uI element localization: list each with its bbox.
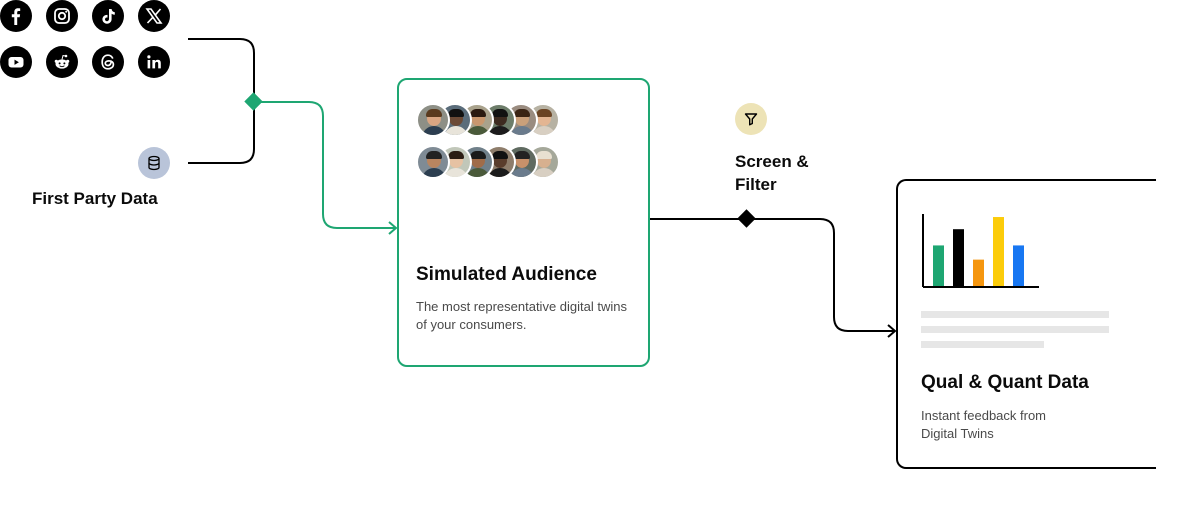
- simulated-audience-card: Simulated Audience The most representati…: [397, 78, 650, 367]
- bar: [933, 245, 944, 286]
- qual-quant-description: Instant feedback from Digital Twins: [921, 407, 1121, 443]
- filter-icon: [735, 103, 767, 135]
- card-fade-bottom: [1048, 467, 1158, 469]
- output-arrow: [887, 324, 897, 338]
- placeholder-text-line: [921, 341, 1044, 348]
- placeholder-text-line: [921, 326, 1109, 333]
- instagram-icon: [46, 0, 78, 32]
- card-fade-top: [1048, 179, 1158, 181]
- qual-quant-description-line-1: Instant feedback from: [921, 408, 1047, 423]
- bar: [953, 229, 964, 286]
- audience-avatar: [416, 103, 450, 137]
- screen-filter-line-1: Screen &: [735, 152, 809, 171]
- output-connector-line: [650, 218, 895, 332]
- filter-node: [737, 209, 756, 228]
- audience-description: The most representative digital twins of…: [416, 299, 627, 332]
- youtube-icon: [0, 46, 32, 78]
- audience-title: Simulated Audience: [416, 264, 597, 285]
- social-connector-line: [188, 38, 255, 164]
- bar: [993, 217, 1004, 286]
- qual-quant-description-line-2: Digital Twins: [921, 426, 994, 441]
- bar: [1013, 245, 1024, 286]
- bar-chart: [922, 214, 1039, 288]
- placeholder-text-line: [921, 311, 1109, 318]
- reddit-icon: [46, 46, 78, 78]
- database-icon: [138, 147, 170, 179]
- screen-filter-label: Screen & Filter: [735, 150, 809, 196]
- audience-avatar: [416, 145, 450, 179]
- linkedin-icon: [138, 46, 170, 78]
- facebook-icon: [0, 0, 32, 32]
- x-icon: [138, 0, 170, 32]
- qual-quant-title: Qual & Quant Data: [921, 372, 1089, 393]
- bar: [973, 259, 984, 286]
- tiktok-icon: [92, 0, 124, 32]
- threads-icon: [92, 46, 124, 78]
- merge-node: [244, 92, 263, 111]
- screen-filter-line-2: Filter: [735, 175, 777, 194]
- qual-quant-card: Qual & Quant Data Instant feedback from …: [896, 179, 1158, 469]
- audience-arrow: [388, 221, 398, 235]
- avatar-grid: [416, 103, 616, 183]
- first-party-data-label: First Party Data: [32, 189, 158, 208]
- audience-connector-line: [254, 101, 396, 229]
